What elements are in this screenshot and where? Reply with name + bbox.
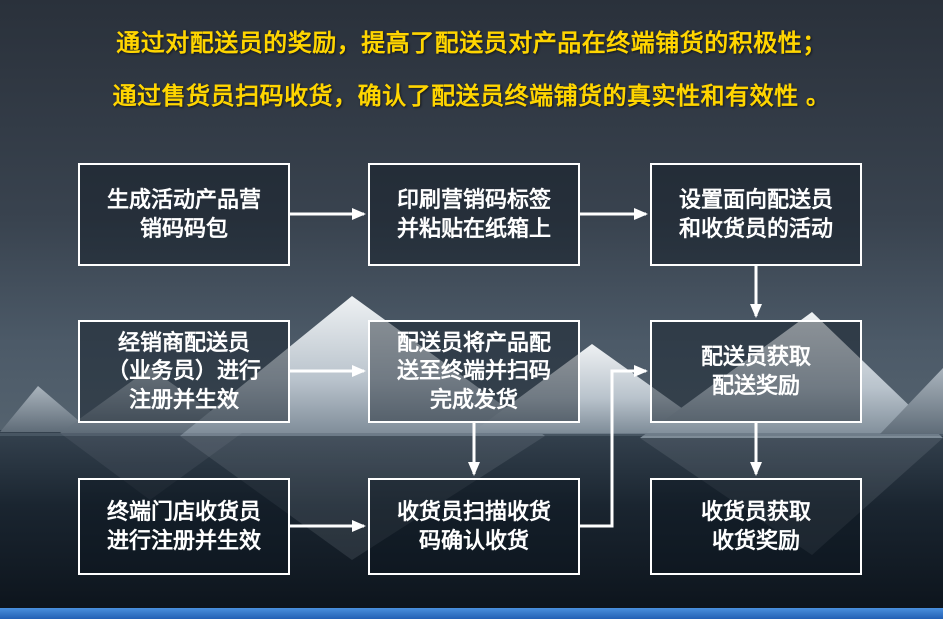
flow-box-receiver-scan: 收货员扫描收货 码确认收货: [368, 478, 580, 575]
flow-box-receiver-reward: 收货员获取 收货奖励: [650, 478, 862, 575]
headline-line-2: 通过售货员扫码收货，确认了配送员终端铺货的真实性和有效性 。: [112, 82, 831, 110]
flow-box-print-labels: 印刷营销码标签 并粘贴在纸箱上: [368, 163, 580, 266]
flow-box-deliver-and-scan: 配送员将产品配 送至终端并扫码 完成发货: [368, 320, 580, 423]
headline: 通过对配送员的奖励，提高了配送员对产品在终端铺货的积极性； 通过售货员扫码收货，…: [0, 30, 943, 110]
headline-line-1: 通过对配送员的奖励，提高了配送员对产品在终端铺货的积极性；: [116, 30, 827, 57]
flow-box-distributor-register: 经销商配送员 （业务员）进行 注册并生效: [78, 320, 290, 423]
flow-box-receiver-register: 终端门店收货员 进行注册并生效: [78, 478, 290, 575]
flow-box-generate-code-pack: 生成活动产品营 销码码包: [78, 163, 290, 266]
flow-box-courier-reward: 配送员获取 配送奖励: [650, 320, 862, 423]
flow-box-setup-activity: 设置面向配送员 和收货员的活动: [650, 163, 862, 266]
